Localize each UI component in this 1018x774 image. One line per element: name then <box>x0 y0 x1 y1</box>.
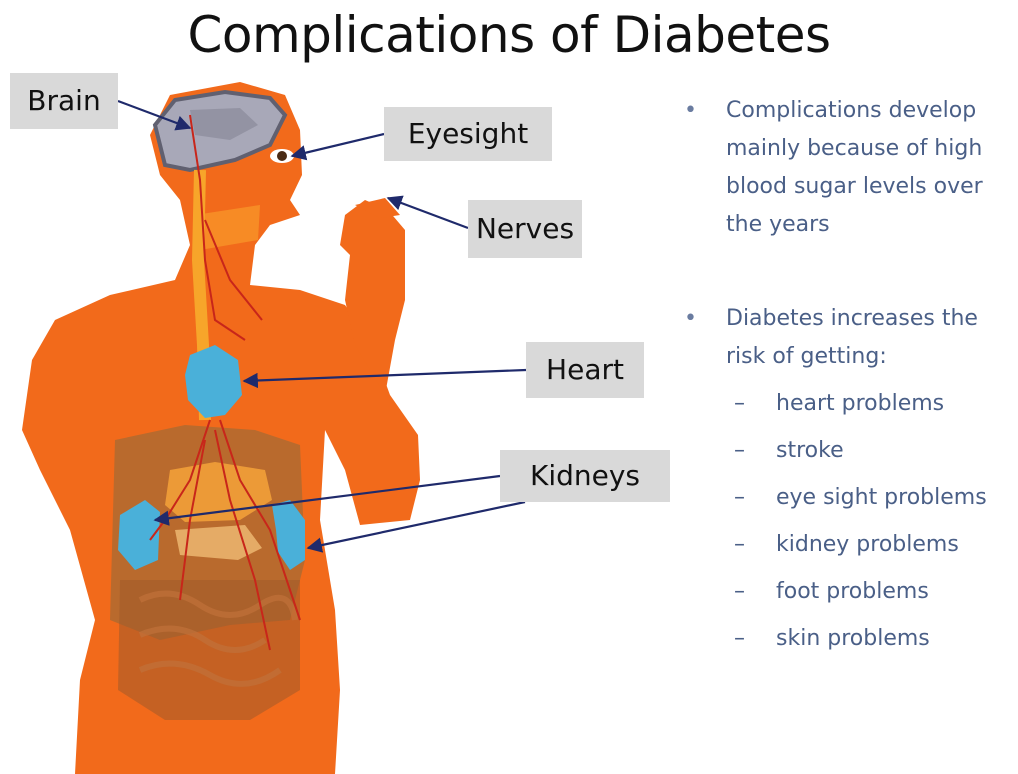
arrow-nerves <box>388 198 468 228</box>
dash-icon: – <box>734 568 745 615</box>
bullet-text: Complications develop mainly because of … <box>726 98 983 237</box>
dash-icon: – <box>734 427 745 474</box>
dash-icon: – <box>734 380 745 427</box>
pupil <box>277 151 287 161</box>
risk-item: –heart problems <box>734 380 1016 427</box>
dash-icon: – <box>734 474 745 521</box>
bullet-item: • Complications develop mainly because o… <box>680 92 1016 244</box>
risk-item: –stroke <box>734 427 1016 474</box>
arrow-kidney-right <box>308 502 525 548</box>
dash-icon: – <box>734 521 745 568</box>
label-kidneys: Kidneys <box>500 450 670 502</box>
bullet-item: • Diabetes increases the risk of getting… <box>680 300 1016 376</box>
risk-item: –eye sight problems <box>734 474 1016 521</box>
arrow-eyesight <box>292 134 384 156</box>
complications-text: • Complications develop mainly because o… <box>680 92 1016 662</box>
label-heart: Heart <box>526 342 644 398</box>
risk-list: –heart problems –stroke –eye sight probl… <box>734 380 1016 662</box>
risk-item: –foot problems <box>734 568 1016 615</box>
risk-item: –kidney problems <box>734 521 1016 568</box>
label-brain: Brain <box>10 73 118 129</box>
dash-icon: – <box>734 615 745 662</box>
label-eyesight: Eyesight <box>384 107 552 161</box>
bullet-icon: • <box>684 300 697 338</box>
bullet-text: Diabetes increases the risk of getting: <box>726 306 978 369</box>
bullet-icon: • <box>684 92 697 130</box>
label-nerves: Nerves <box>468 200 582 258</box>
risk-item: –skin problems <box>734 615 1016 662</box>
